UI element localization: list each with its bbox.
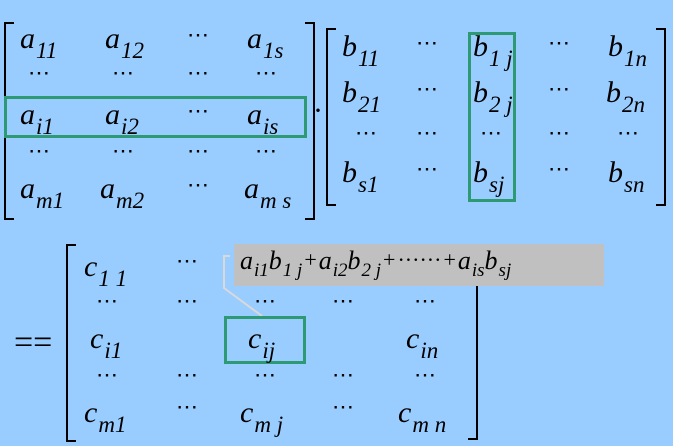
a-r5-dots: ⋯	[187, 172, 209, 197]
b-1j: b1 j	[473, 30, 513, 71]
c-ij: cij	[248, 322, 276, 363]
c-r5-dots-2: ⋯	[332, 394, 354, 419]
c-r4-dots-2: ⋯	[176, 362, 198, 387]
element-ij-highlight	[224, 316, 306, 364]
c-mj: cm j	[240, 396, 284, 437]
b-1n: b1n	[608, 30, 647, 71]
b-s1: bs1	[342, 156, 379, 197]
c-r1-dots: ⋯	[176, 248, 198, 273]
c-r4-dots-4: ⋯	[332, 362, 354, 387]
a-1s: a1s	[247, 22, 284, 63]
c-r5-dots-1: ⋯	[176, 394, 198, 419]
a-r4-dots-2: ⋯	[112, 138, 134, 163]
a-m1: am1	[20, 172, 65, 213]
b-r2-dots-1: ⋯	[416, 76, 438, 101]
b-2n: b2n	[606, 76, 645, 117]
multiply-dot: ·	[313, 94, 323, 127]
c-m1: cm1	[84, 396, 127, 437]
c-11: c1 1	[84, 250, 128, 291]
b-sn: bsn	[608, 156, 645, 197]
a-r3-dots: ⋯	[187, 98, 209, 123]
matrix-c-right-bracket	[468, 286, 478, 440]
a-r4-dots-3: ⋯	[187, 138, 209, 163]
a-m2: am2	[100, 172, 145, 213]
a-r1-dots: ⋯	[187, 22, 209, 47]
a-i2: ai2	[105, 98, 139, 139]
b-sj: bsj	[473, 156, 505, 197]
b-r3-dots-5: ⋯	[617, 120, 639, 145]
b-21: b21	[342, 76, 381, 117]
a-r2-dots-2: ⋯	[112, 60, 134, 85]
row-i-highlight	[4, 96, 307, 138]
b-r1-dots-2: ⋯	[548, 30, 570, 55]
a-i1: ai1	[20, 98, 54, 139]
expression-box	[234, 244, 604, 286]
c-r2-dots-3: ⋯	[254, 288, 276, 313]
a-r2-dots-3: ⋯	[187, 60, 209, 85]
a-12: a12	[105, 22, 144, 63]
b-r3-dots-3: ⋯	[480, 120, 502, 145]
a-r4-dots-4: ⋯	[255, 138, 277, 163]
c-r2-dots-5: ⋯	[414, 288, 436, 313]
a-r2-dots-4: ⋯	[255, 60, 277, 85]
b-r2-dots-2: ⋯	[548, 76, 570, 101]
b-2j: b2 j	[473, 76, 513, 117]
matrix-a-right-bracket	[305, 22, 315, 220]
c-r4-dots-5: ⋯	[414, 362, 436, 387]
b-r3-dots-4: ⋯	[548, 120, 570, 145]
element-expression: ai1b1 j+ai2b2 j+······+aisbsj	[240, 246, 512, 281]
c-in: cin	[406, 322, 439, 363]
c-r2-dots-1: ⋯	[96, 288, 118, 313]
a-r4-dots-1: ⋯	[28, 138, 50, 163]
callout-connector	[223, 255, 263, 317]
c-mn: cm n	[398, 396, 447, 437]
a-is: ais	[247, 98, 279, 139]
a-11: a11	[20, 22, 58, 63]
c-r2-dots-2: ⋯	[176, 288, 198, 313]
matrix-b-left-bracket	[326, 28, 336, 206]
b-r4-dots-2: ⋯	[548, 156, 570, 181]
c-i1: ci1	[90, 322, 123, 363]
b-r4-dots-1: ⋯	[416, 156, 438, 181]
c-r4-dots-3: ⋯	[254, 362, 276, 387]
b-11: b11	[342, 30, 380, 71]
c-r2-dots-4: ⋯	[332, 288, 354, 313]
b-r3-dots-1: ⋯	[355, 120, 377, 145]
a-ms: am s	[244, 172, 292, 213]
b-r1-dots-1: ⋯	[416, 30, 438, 55]
matrix-b-right-bracket	[656, 28, 666, 206]
a-r2-dots-1: ⋯	[28, 60, 50, 85]
b-r3-dots-2: ⋯	[416, 120, 438, 145]
c-r4-dots-1: ⋯	[96, 362, 118, 387]
column-j-highlight	[468, 32, 516, 202]
matrix-c-left-bracket	[66, 244, 76, 442]
equals-sign: ==	[14, 324, 53, 361]
